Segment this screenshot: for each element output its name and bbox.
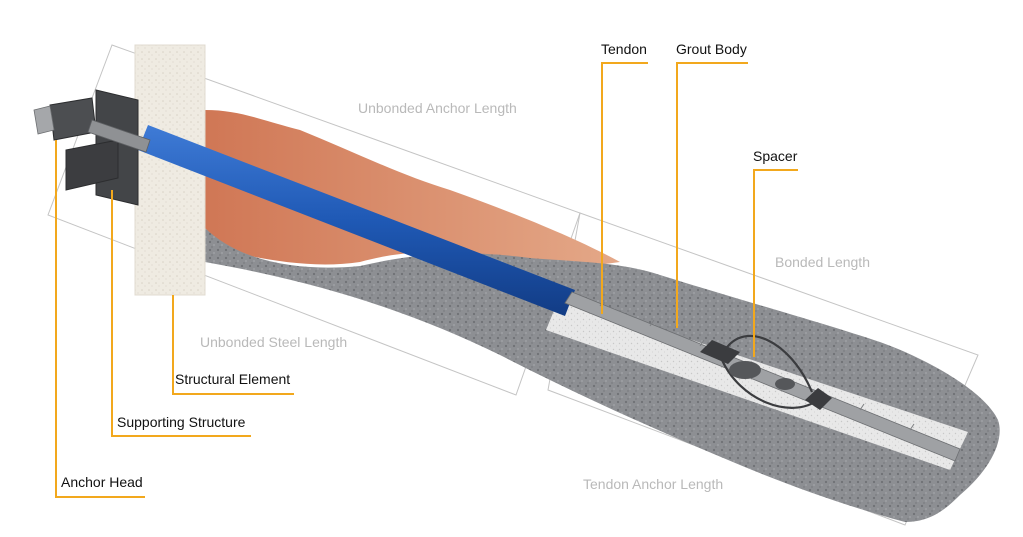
spacer-leader-v [753, 169, 755, 357]
structural-element-leader-v [172, 295, 174, 393]
anchor-head-assembly [33, 89, 151, 206]
unbonded-steel-length-label: Unbonded Steel Length [200, 334, 348, 350]
grout-body-shape [205, 228, 1000, 522]
structural-element-leader-h [172, 393, 294, 395]
structural-element-label: Structural Element [175, 371, 291, 387]
grout-body-leader-v [676, 62, 678, 328]
anchor-head-leader-v [55, 140, 57, 496]
tendon-label: Tendon [601, 41, 647, 57]
supporting-structure-label: Supporting Structure [117, 414, 246, 430]
spacer-label: Spacer [753, 148, 798, 164]
tendon-steel [564, 291, 961, 462]
spacer-device [700, 334, 832, 410]
tendon-anchor-length-label: Tendon Anchor Length [583, 476, 724, 492]
tendon-leader-h [601, 62, 648, 64]
bonded-length-label: Bonded Length [775, 254, 870, 270]
spacer-leader-h [753, 169, 798, 171]
unbonded-anchor-length-label: Unbonded Anchor Length [358, 100, 517, 116]
supporting-structure-leader-v [111, 190, 113, 435]
bonded-grout-bulb [546, 296, 968, 470]
anchor-head-label: Anchor Head [61, 474, 143, 490]
grout-body-leader-h [676, 62, 748, 64]
tendon-sheath [138, 125, 575, 316]
tendon-leader-v [601, 62, 603, 314]
supporting-structure-leader-h [111, 435, 251, 437]
grout-body-label: Grout Body [676, 41, 747, 57]
soil-zone [205, 110, 620, 270]
anchor-head-leader-h [55, 496, 145, 498]
